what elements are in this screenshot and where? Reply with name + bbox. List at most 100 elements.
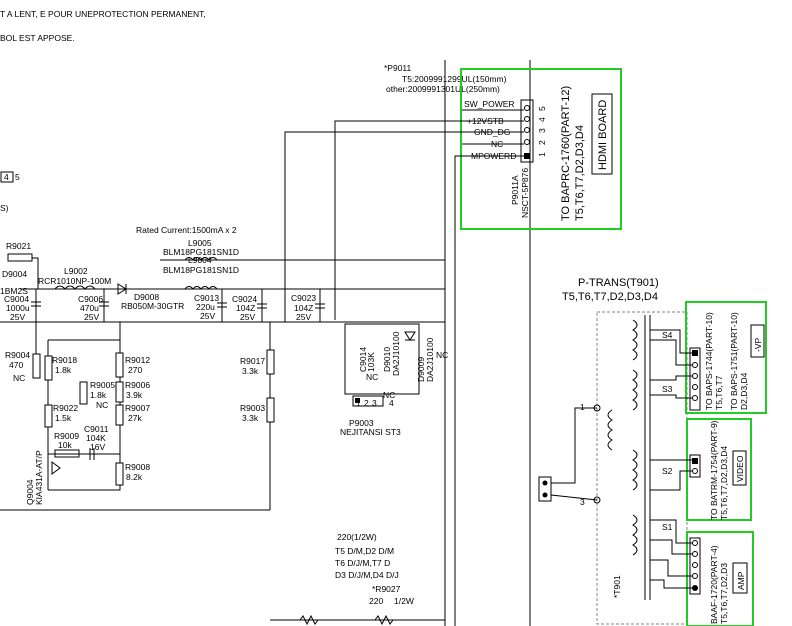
ptrans-outline xyxy=(596,311,688,625)
s2-coil xyxy=(632,449,638,491)
c9006-value-1: 470u xyxy=(80,303,99,313)
amp-pin-2 xyxy=(692,551,698,557)
p9003-pin-1: 1 xyxy=(356,398,361,408)
c9006-value-2: 25V xyxy=(84,312,99,322)
r9027-value-1: 220 xyxy=(369,596,383,606)
p9003-housing xyxy=(352,395,384,407)
vp-wire-d xyxy=(650,394,692,399)
video-pin-1 xyxy=(692,458,698,464)
bottom-resistor-1 xyxy=(299,614,319,626)
p9003-pin-4: 4 xyxy=(389,398,394,408)
r9004-resistor xyxy=(32,353,41,379)
r9027-value-2: 1/2W xyxy=(394,596,414,606)
amp-wire-c xyxy=(650,559,692,577)
hdmi-board-box xyxy=(591,93,613,175)
amp-pin-4 xyxy=(692,573,698,579)
p9011-ref: *P9011 xyxy=(384,63,412,73)
bottom-resistor-2 xyxy=(374,614,394,626)
note-line-2: T5 D/M,D2 D/M xyxy=(335,546,394,556)
d9008-diode xyxy=(117,283,127,295)
primary-wire-1 xyxy=(551,407,597,484)
note-line-1: 220(1/2W) xyxy=(337,532,377,542)
header-line-1: T A LENT, E POUR UNEPROTECTION PERMANENT… xyxy=(0,9,206,19)
amp-wire-a xyxy=(650,519,692,544)
vp-pin-1 xyxy=(692,350,698,356)
q9004-symbol xyxy=(51,461,61,475)
l9002-value: RCR1010NP-100M xyxy=(38,276,111,286)
r9018-resistor xyxy=(44,355,53,381)
r9012-resistor xyxy=(115,352,124,378)
vp-wire-b xyxy=(650,339,692,366)
r9003-resistor xyxy=(266,397,275,423)
p9011-note-2: other:2009991301UL(250mm) xyxy=(386,84,500,94)
pin-num-3: 3 xyxy=(537,128,547,133)
l9005-value: BLM18PG181SN1D xyxy=(163,247,239,257)
vp-label-box xyxy=(750,324,765,358)
primary-connector xyxy=(538,476,552,502)
wire-12vstb-down xyxy=(334,120,462,320)
c9023-value-1: 104Z xyxy=(294,303,313,313)
amp-wire-d xyxy=(650,579,692,589)
d9008-value: RB050M-30GTR xyxy=(121,301,184,311)
r9021-wire xyxy=(32,257,39,289)
nc-label-d9009: NC xyxy=(436,350,448,360)
pin-label-12vstb: +12VSTB xyxy=(467,116,504,126)
r9006-label: R9006 xyxy=(125,380,150,390)
p9011a-part-code: NSCT-5P876 xyxy=(520,168,530,218)
c9023-value-2: 25V xyxy=(296,312,311,322)
primary-connector-pin-b xyxy=(542,492,548,498)
pin-num-1: 1 xyxy=(537,152,547,157)
ptrans-title: P-TRANS(T901) xyxy=(578,277,659,289)
vp-pin-2 xyxy=(692,362,698,368)
c9024-value-1: 104Z xyxy=(236,303,255,313)
video-label: VIDEO xyxy=(735,455,745,482)
hdmi-dest-models: T5,T6,T7,D2,D3,D4 xyxy=(574,125,586,221)
r9027-label: *R9027 xyxy=(372,584,401,594)
amp-wire-b xyxy=(650,539,692,555)
video-models: T5,T6,T7,D2,D3,D4 xyxy=(719,446,729,520)
r9017-value: 3.3k xyxy=(242,366,259,376)
r9008-value: 8.2k xyxy=(126,472,143,482)
r9003-label: R9003 xyxy=(240,403,265,413)
d9010-label: D9010 xyxy=(382,347,392,372)
d9008-label: D9008 xyxy=(134,292,159,302)
pin-num-2: 2 xyxy=(537,140,547,145)
c9013-label: C9013 xyxy=(194,293,219,303)
c9004-value-1: 1000u xyxy=(6,303,30,313)
vp-models-1: T5,T6,T7 xyxy=(714,375,724,410)
c9013-value-2: 25V xyxy=(200,311,215,321)
note-line-3: T6 D/J/M,T7 D xyxy=(335,558,390,568)
r9007-label: R9007 xyxy=(125,403,150,413)
r9012-value: 270 xyxy=(128,365,142,375)
rated-current: Rated Current:1500mA x 2 xyxy=(136,225,237,235)
r9005-value: 1.8k xyxy=(90,390,107,400)
c9014-value: 103K xyxy=(366,352,376,372)
q9004-value: KIA431A-AT/P xyxy=(34,450,44,505)
pin-num-5: 5 xyxy=(537,106,547,111)
primary-connector-pin-a xyxy=(542,480,548,486)
r9006-resistor xyxy=(115,381,124,403)
note-line-4: D3 D/J/M,D4 D/J xyxy=(335,570,399,580)
vp-connector xyxy=(689,347,701,411)
vp-dest-1: TO BAPS-1744(PART-10) xyxy=(704,312,714,410)
p9011-housing xyxy=(520,99,534,163)
amp-connector-highlight xyxy=(686,531,754,626)
nc-label-p9003: NC xyxy=(383,390,395,400)
s1-coil xyxy=(632,514,638,556)
r9006-value: 3.9k xyxy=(126,390,143,400)
nc-label-r9005: NC xyxy=(96,400,108,410)
vp-dest-2: TO BAPS-1751(PART-10) xyxy=(729,312,739,410)
s4-coil xyxy=(632,319,638,361)
ptrans-pin-1: 1 xyxy=(580,402,585,412)
d9009-diode xyxy=(404,331,416,341)
amp-pin-1 xyxy=(692,540,698,546)
amp-pin-3 xyxy=(692,562,698,568)
r9007-resistor xyxy=(115,404,124,426)
video-connector-highlight xyxy=(686,418,752,521)
feedback-bottom-wire xyxy=(48,485,121,491)
l9005-label: L9005 xyxy=(188,238,212,248)
video-wire-b xyxy=(650,470,692,491)
l9002-inductor xyxy=(54,285,96,290)
d9004-label: D9004 xyxy=(2,269,27,279)
c9011-value-2: 16V xyxy=(90,442,105,452)
